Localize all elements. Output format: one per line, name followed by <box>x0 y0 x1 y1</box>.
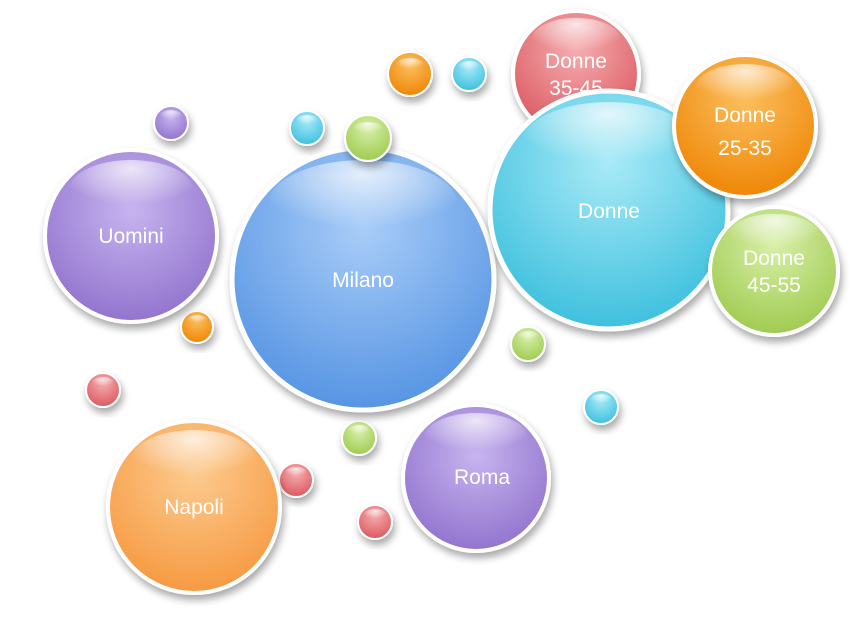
small-ball-green-2 <box>341 420 377 456</box>
small-ball-red-2 <box>278 462 314 498</box>
small-ball-purple-1 <box>153 105 189 141</box>
bubble-donne-25-35: Donne 25-35 <box>672 53 818 199</box>
small-ball-cyan-2 <box>451 56 487 92</box>
bubble-donne-45-55: Donne 45-55 <box>708 205 840 337</box>
bubble-milano-label: Milano <box>332 269 394 292</box>
bubble-donne: Donne <box>487 88 731 332</box>
small-ball-green-1 <box>510 326 546 362</box>
bubble-uomini-label: Uomini <box>98 225 163 248</box>
bubble-donne-45-55-line2: 45-55 <box>747 274 801 297</box>
bubble-napoli: Napoli <box>106 419 282 595</box>
bubble-donne-25-35-line2: 25-35 <box>718 137 772 160</box>
small-ball-orange-2 <box>180 310 214 344</box>
bubble-napoli-label: Napoli <box>164 496 224 519</box>
small-ball-red-1 <box>85 372 121 408</box>
small-ball-red-3 <box>357 504 393 540</box>
bubble-donne-45-55-line1: Donne <box>743 247 805 270</box>
bubble-donne-25-35-line1: Donne <box>714 104 776 127</box>
bubble-milano: Milano <box>229 145 497 413</box>
small-ball-cyan-1 <box>289 110 325 146</box>
bubble-donne-label: Donne <box>578 200 640 223</box>
bubble-donne-35-45-line1: Donne <box>545 50 607 73</box>
small-ball-orange-1 <box>387 51 433 97</box>
small-ball-cyan-3 <box>583 389 619 425</box>
bubble-roma-label: Roma <box>454 466 510 489</box>
bubble-uomini: Uomini <box>43 148 219 324</box>
small-ball-green-top <box>344 114 392 162</box>
bubble-roma: Roma <box>401 403 551 553</box>
